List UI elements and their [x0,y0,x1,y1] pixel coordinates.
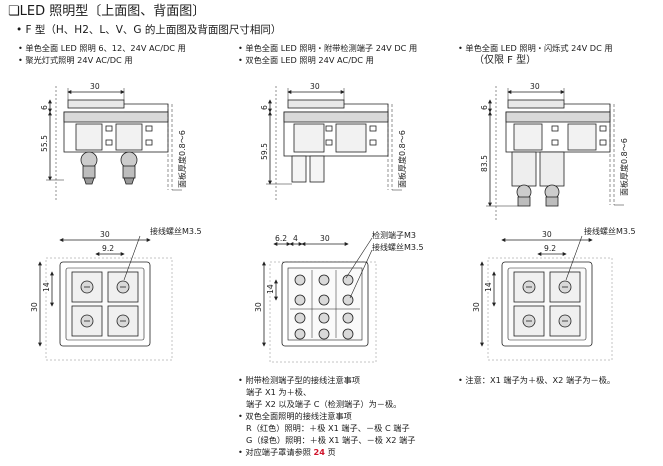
back2-dim-30: 30 [320,234,330,243]
back1-screw-label: 接线螺丝M3.5 [150,226,202,236]
top-view-2 [266,86,402,200]
top2-height-dim: 59.5 [260,143,269,160]
back1-width-92: 9.2 [102,244,114,253]
back2-dim-4: 4 [293,234,298,243]
note-terminal-cover-ref: • 对应端子罩请参照 24 页 [238,448,336,456]
top-view-3 [486,86,624,220]
back3-height-30: 30 [472,302,481,312]
application-col3-line1: • 单色全面 LED 照明・闪烁式 24V DC 用 [458,43,613,53]
back1-height-14: 14 [42,282,51,292]
top3-panel-label: 面板厚度0.8～6 [619,138,629,196]
page-title: ❏LED 照明型〔上面图、背面图〕 [8,4,206,19]
note-ref-page-link[interactable]: 24 [313,447,325,457]
application-col3-line2: （仅限 F 型） [474,55,537,66]
top2-panel-label: 面板厚度0.8～6 [397,130,407,188]
back1-width-30: 30 [100,230,110,239]
note-detect-heading: • 附带检测端子型的接线注意事项 [238,375,361,385]
note-ref-prefix: • 对应端子罩请参照 [238,447,314,457]
top3-width-dim: 30 [530,82,540,91]
back3-width-92: 9.2 [544,244,556,253]
note-twocolor-red: R（红色）照明：＋极 X1 端子、－极 C 端子 [246,423,410,433]
back3-height-14: 14 [484,282,493,292]
top-view-1 [46,86,182,200]
top1-width-dim: 30 [90,82,100,91]
back1-height-30: 30 [30,302,39,312]
back2-detect-terminal-label: 检测端子M3 [372,230,416,240]
top3-height-dim: 83.5 [480,155,489,172]
application-col1-line1: • 单色全面 LED 照明 6、12、24V AC/DC 用 [18,43,186,53]
note-detect-line2: 端子 X2 以及端子 C（检测端子）为－极。 [246,399,402,409]
top2-thickness-dim: 6 [260,105,269,110]
top2-width-dim: 30 [310,82,320,91]
back2-screw-label: 接线螺丝M3.5 [372,242,424,252]
top1-thickness-dim: 6 [40,105,49,110]
back-view-2 [262,237,377,363]
back2-height-14: 14 [266,284,275,294]
application-col2-line2: • 双色全面 LED 照明 24V AC/DC 用 [238,55,374,65]
top1-height-dim: 55.5 [40,135,49,152]
application-col2-line1: • 单色全面 LED 照明・附带检测端子 24V DC 用 [238,43,418,53]
note-ref-suffix: 页 [324,447,336,457]
back2-dim-62: 6.2 [275,234,287,243]
top3-thickness-dim: 6 [480,105,489,110]
note-detect-line1: 端子 X1 为＋极、 [246,387,312,397]
top1-panel-label: 面板厚度0.8～6 [177,130,187,188]
note-twocolor-heading: • 双色全面照明的接线注意事项 [238,411,352,421]
back3-screw-label: 接线螺丝M3.5 [584,226,636,236]
section-subtitle: • F 型（H、H2、L、V、G 的上面图及背面图尺寸相同） [16,24,282,36]
back3-width-30: 30 [542,230,552,239]
back-view-1 [38,235,173,361]
back-view-3 [480,235,613,361]
back2-height-30: 30 [254,302,263,312]
note-polarity: • 注意：X1 端子为＋极、X2 端子为－极。 [458,375,616,385]
application-col1-line2: • 聚光灯式照明 24V AC/DC 用 [18,55,133,65]
note-twocolor-green: G（绿色）照明：＋极 X1 端子、－极 X2 端子 [246,435,416,445]
